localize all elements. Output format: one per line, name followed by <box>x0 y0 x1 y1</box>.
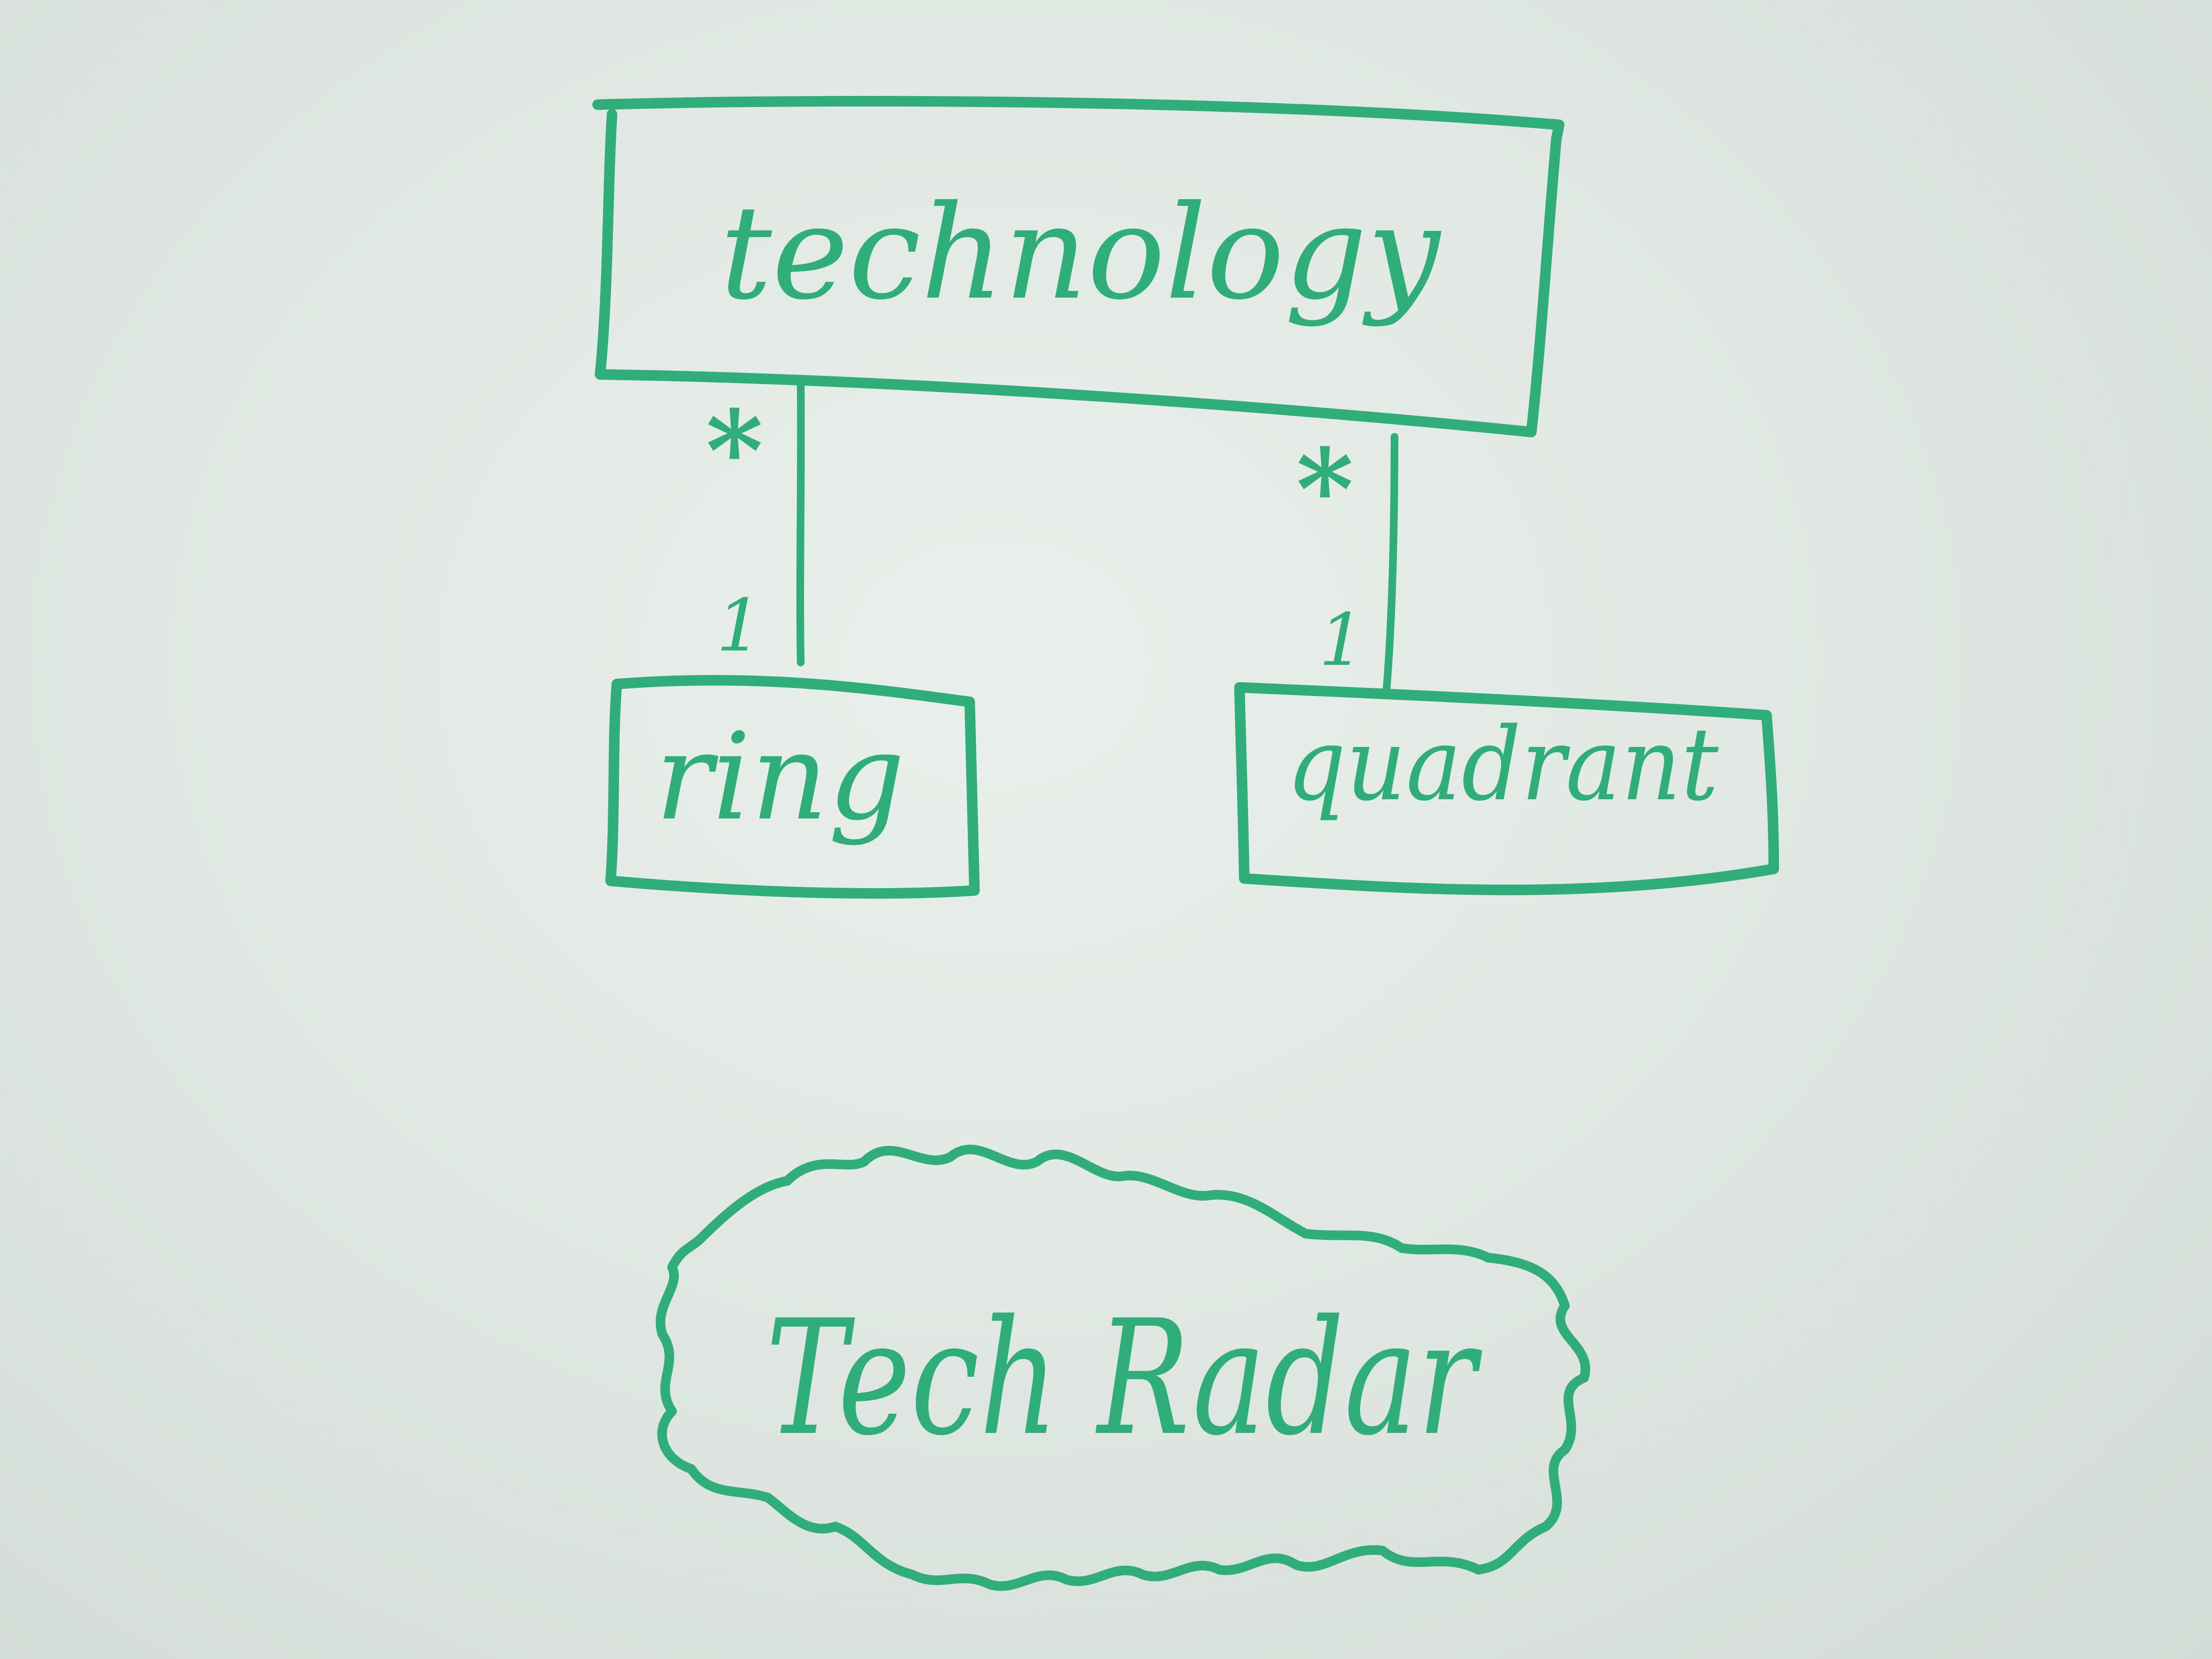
cloud-outline <box>655 1144 1590 1591</box>
source-multiplicity: * <box>706 386 763 516</box>
source-multiplicity: * <box>1296 425 1354 554</box>
association-line <box>1382 433 1398 695</box>
quadrant-box <box>1234 682 1779 895</box>
association-technology-ring: * 1 <box>706 375 805 668</box>
target-multiplicity: 1 <box>716 584 762 668</box>
quadrant-label: quadrant <box>1286 706 1719 823</box>
tech-radar-cloud: Tech Radar <box>655 1144 1590 1591</box>
target-multiplicity: 1 <box>1319 599 1364 682</box>
ring-entity: ring <box>605 675 980 899</box>
technology-entity: technology <box>592 96 1564 437</box>
ring-box <box>605 675 980 899</box>
technology-box <box>592 96 1564 437</box>
quadrant-entity: quadrant <box>1234 682 1779 895</box>
association-technology-quadrant: * 1 <box>1296 425 1398 695</box>
association-line <box>796 375 805 666</box>
technology-label: technology <box>720 177 1442 328</box>
ring-label: ring <box>655 707 905 847</box>
cloud-label: Tech Radar <box>766 1286 1483 1470</box>
